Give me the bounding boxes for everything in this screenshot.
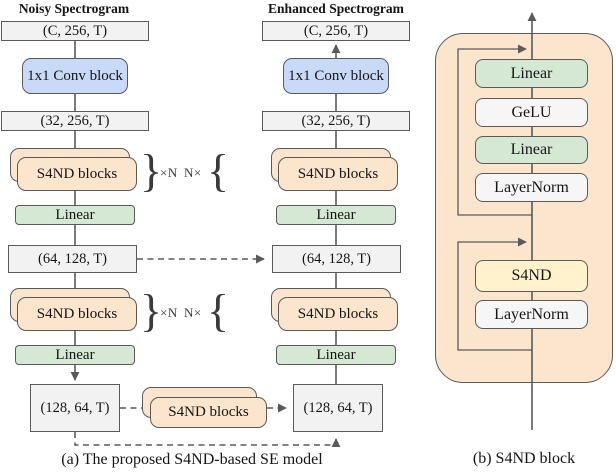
enhanced-linear-1: Linear [276,205,396,225]
right-brace-bottom: { [207,285,230,336]
enhanced-s4nd-stack-1: S4ND blocks [278,157,398,191]
s4nd-block-s4nd: S4ND [475,260,588,292]
s4nd-block-linear-top: Linear [475,59,588,88]
s4nd-block-layernorm-bottom: LayerNorm [475,300,588,329]
left-brace-top: } [140,145,163,196]
right-repeat-bottom: N× [184,305,202,320]
caption-panel-b: (b) S4ND block [472,450,576,467]
caption-panel-a: (a) The proposed S4ND-based SE model [61,451,323,468]
noisy-conv-block: 1x1 Conv block [22,58,128,94]
noisy-s4nd-stack-2: S4ND blocks [17,297,137,331]
bottleneck-s4nd-stack: S4ND blocks [150,397,267,428]
noisy-column-title: Noisy Spectrogram [18,1,130,16]
noisy-s4nd-stack-1: S4ND blocks [17,157,137,191]
left-repeat-bottom: ×N [160,305,178,320]
right-repeat-top: N× [184,165,202,180]
enhanced-column-title: Enhanced Spectrogram [268,1,404,16]
s4nd-block-layernorm-top: LayerNorm [475,173,588,202]
noisy-linear-2: Linear [15,345,135,365]
enhanced-shape-32-box: (32, 256, T) [262,111,410,131]
s4nd-block-gelu: GeLU [475,98,588,127]
s4nd-block-linear-mid: Linear [475,136,588,164]
enhanced-conv-block: 1x1 Conv block [283,58,389,94]
enhanced-linear-2: Linear [276,345,396,365]
noisy-linear-1: Linear [15,205,135,225]
right-brace-top: { [207,145,230,196]
enhanced-shape-128-box: (128, 64, T) [293,384,383,432]
noisy-input-shape-box: (C, 256, T) [1,21,149,41]
noisy-shape-32-box: (32, 256, T) [1,111,149,131]
enhanced-output-shape-box: (C, 256, T) [262,21,410,41]
left-repeat-top: ×N [160,165,178,180]
noisy-shape-64-box: (64, 128, T) [8,245,137,273]
enhanced-s4nd-stack-2: S4ND blocks [278,297,398,331]
enhanced-shape-64-box: (64, 128, T) [272,245,401,273]
left-brace-bottom: } [140,285,163,336]
noisy-shape-128-box: (128, 64, T) [30,384,120,432]
